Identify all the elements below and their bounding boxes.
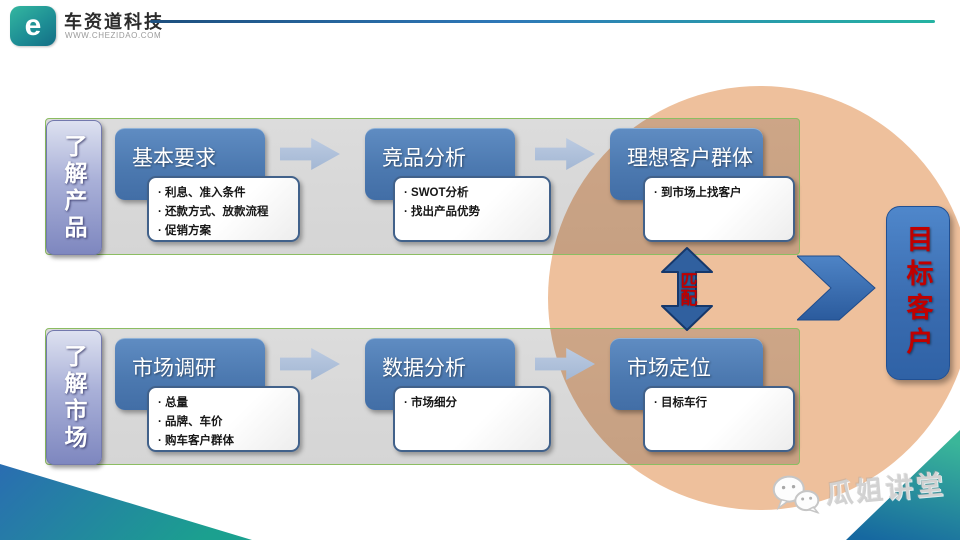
- list-item: 促销方案: [158, 222, 294, 241]
- row1-outline: [45, 118, 800, 255]
- ideal-customers-card: 到市场上找客户: [643, 176, 795, 242]
- list-item: 找出产品优势: [404, 203, 545, 222]
- bottom-left-ribbon: [0, 464, 252, 540]
- product-side-label-text: 了解产品: [61, 133, 87, 242]
- market-research-card: 总量 品牌、车价 购车客户群体: [147, 386, 300, 452]
- list-item: 市场细分: [404, 394, 545, 413]
- match-connector: 匹配: [660, 246, 714, 332]
- list-item: 利息、准入条件: [158, 184, 294, 203]
- market-positioning-card: 目标车行: [643, 386, 795, 452]
- competitor-analysis-card: SWOT分析 找出产品优势: [393, 176, 551, 242]
- double-arrow-icon: [661, 247, 713, 331]
- target-customer-label: 目标客户: [902, 225, 933, 361]
- list-item: 目标车行: [654, 394, 789, 413]
- header-accent-line: [150, 20, 935, 23]
- match-label: 匹配: [677, 272, 697, 306]
- list-item: 总量: [158, 394, 294, 413]
- data-analysis-card: 市场细分: [393, 386, 551, 452]
- product-row: 了解产品 基本要求 利息、准入条件 还款方式、放款流程 促销方案 竞品分析 SW…: [45, 118, 800, 255]
- flow-arrow-icon: [280, 138, 340, 170]
- list-item: 还款方式、放款流程: [158, 203, 294, 222]
- brand-website: WWW.CHEZIDAO.COM: [65, 31, 162, 40]
- list-item: SWOT分析: [404, 184, 545, 203]
- watermark: 瓜姐讲堂: [771, 460, 948, 517]
- market-row: 了解市场 市场调研 总量 品牌、车价 购车客户群体 数据分析 市场细分 市场定位…: [45, 328, 800, 465]
- basic-requirements-card: 利息、准入条件 还款方式、放款流程 促销方案: [147, 176, 300, 242]
- row2-outline: [45, 328, 800, 465]
- target-customer-box: 目标客户: [886, 206, 950, 380]
- product-side-label: 了解产品: [46, 120, 102, 255]
- list-item: 购车客户群体: [158, 432, 294, 451]
- flow-arrow-icon: [280, 348, 340, 380]
- market-side-label: 了解市场: [46, 330, 102, 465]
- list-item: 到市场上找客户: [654, 184, 789, 203]
- brand-name: 车资道科技: [64, 12, 164, 32]
- list-item: 品牌、车价: [158, 413, 294, 432]
- result-chevron-icon: [797, 255, 876, 321]
- flow-arrow-icon: [535, 348, 595, 380]
- market-side-label-text: 了解市场: [61, 343, 87, 452]
- wechat-icon: [772, 475, 821, 515]
- watermark-label: 瓜姐讲堂: [825, 468, 948, 510]
- flow-arrow-icon: [535, 138, 595, 170]
- chezidao-logo-icon: e: [10, 6, 56, 46]
